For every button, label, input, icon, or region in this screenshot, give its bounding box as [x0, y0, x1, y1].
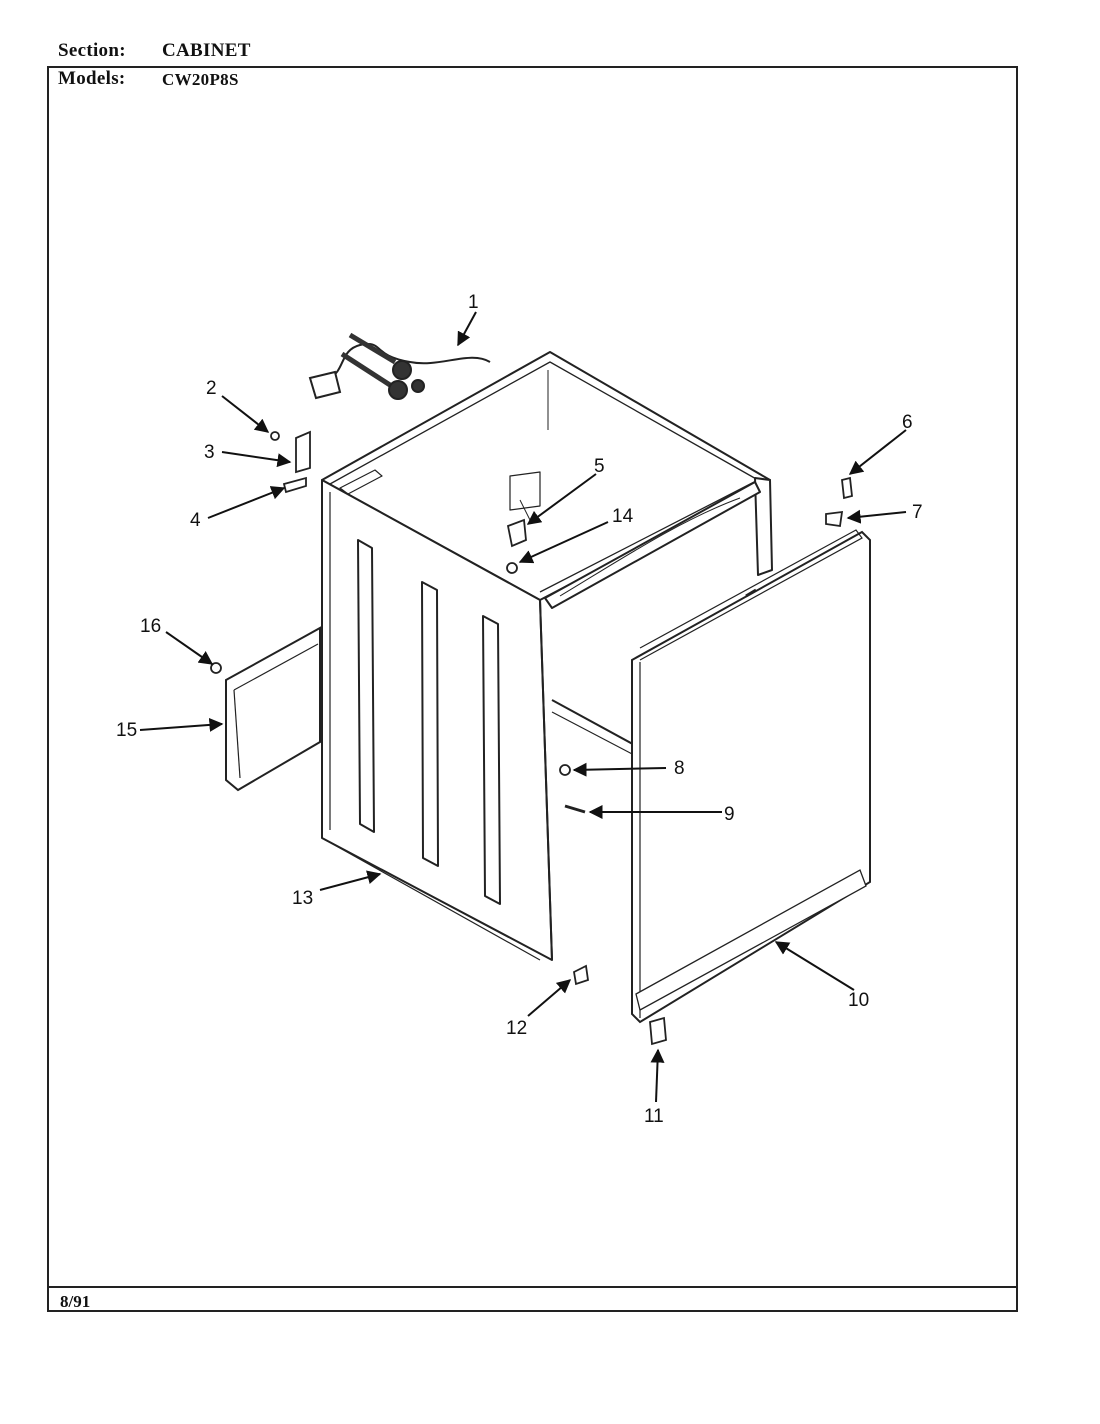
- callout-9: 9: [724, 804, 735, 825]
- leader-lines: [139, 311, 907, 1103]
- callout-16: 16: [140, 616, 161, 637]
- power-cord-and-hoses: [308, 332, 491, 400]
- cabinet-body: [321, 351, 773, 961]
- callout-11: 11: [644, 1106, 664, 1127]
- callout-12: 12: [506, 1018, 527, 1039]
- callout-13: 13: [292, 888, 313, 909]
- models-value: CW20P8S: [162, 70, 239, 89]
- callout-7: 7: [912, 502, 923, 523]
- section-label: Section:: [58, 40, 126, 61]
- rear-panel: [225, 626, 321, 792]
- callout-2: 2: [206, 378, 217, 399]
- callout-4: 4: [190, 510, 201, 531]
- front-panel: [631, 529, 871, 1024]
- footer-divider: [47, 1286, 1018, 1288]
- callout-15: 15: [116, 720, 137, 741]
- diagram-frame: [47, 66, 1018, 1312]
- callout-5: 5: [594, 456, 605, 477]
- models-label: Models:: [58, 68, 126, 89]
- callout-3: 3: [204, 442, 215, 463]
- callout-10: 10: [848, 990, 869, 1011]
- callout-6: 6: [902, 412, 913, 433]
- small-hardware: [210, 430, 853, 1046]
- callout-1: 1: [468, 292, 479, 313]
- callout-14: 14: [612, 506, 634, 527]
- section-value: CABINET: [162, 40, 251, 61]
- callout-labels: 1 2 3 4 5 6 7 8 9 10 11 12 13 14 15 16: [116, 292, 923, 1127]
- callout-8: 8: [674, 758, 685, 779]
- revision-date: 8/91: [60, 1292, 91, 1311]
